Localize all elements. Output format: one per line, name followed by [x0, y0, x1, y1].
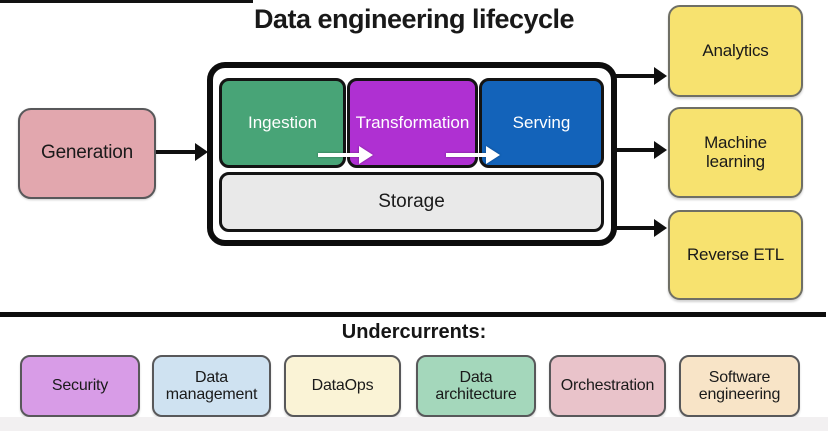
arrow-to-reverse-etl-icon: [612, 219, 667, 237]
machine-learning-label: Machine learning: [704, 133, 767, 171]
dataops-label: DataOps: [311, 377, 374, 395]
undercurrent-orchestration: Orchestration: [549, 355, 666, 417]
ingestion-label: Ingestion: [248, 113, 317, 132]
undercurrent-dataops: DataOps: [284, 355, 401, 417]
undercurrent-data-management: Data management: [152, 355, 271, 417]
bottom-page-strip: [0, 417, 828, 431]
data-architecture-label: Data architecture: [435, 368, 517, 403]
output-machine-learning: Machine learning: [668, 107, 803, 198]
lifecycle-container: Ingestion Transformation Serving Storage: [207, 62, 617, 246]
arrow-ingestion-to-transformation-icon: [318, 146, 373, 164]
security-label: Security: [51, 377, 109, 395]
diagram-title: Data engineering lifecycle: [253, 4, 575, 34]
data-management-label: Data management: [165, 368, 258, 403]
storage-label: Storage: [378, 191, 445, 212]
software-engineering-label: Software engineering: [698, 368, 781, 403]
output-reverse-etl: Reverse ETL: [668, 210, 803, 300]
analytics-label: Analytics: [702, 40, 769, 60]
undercurrents-divider-line: [0, 312, 826, 317]
arrow-generation-to-lifecycle-icon: [156, 143, 208, 161]
arrow-transformation-to-serving-icon: [446, 146, 500, 164]
generation-box: Generation: [18, 108, 156, 199]
top-border-line: [0, 0, 253, 3]
arrow-to-machine-learning-icon: [612, 141, 667, 159]
orchestration-label: Orchestration: [560, 377, 655, 395]
undercurrents-heading: Undercurrents:: [341, 321, 487, 343]
output-analytics: Analytics: [668, 5, 803, 97]
generation-label: Generation: [40, 142, 133, 164]
transformation-label: Transformation: [355, 113, 470, 132]
reverse-etl-label: Reverse ETL: [686, 244, 784, 264]
storage-box: Storage: [219, 172, 604, 232]
undercurrent-security: Security: [20, 355, 140, 417]
undercurrent-data-architecture: Data architecture: [416, 355, 536, 417]
undercurrent-software-engineering: Software engineering: [679, 355, 800, 417]
arrow-to-analytics-icon: [612, 67, 667, 85]
serving-label: Serving: [512, 113, 571, 132]
